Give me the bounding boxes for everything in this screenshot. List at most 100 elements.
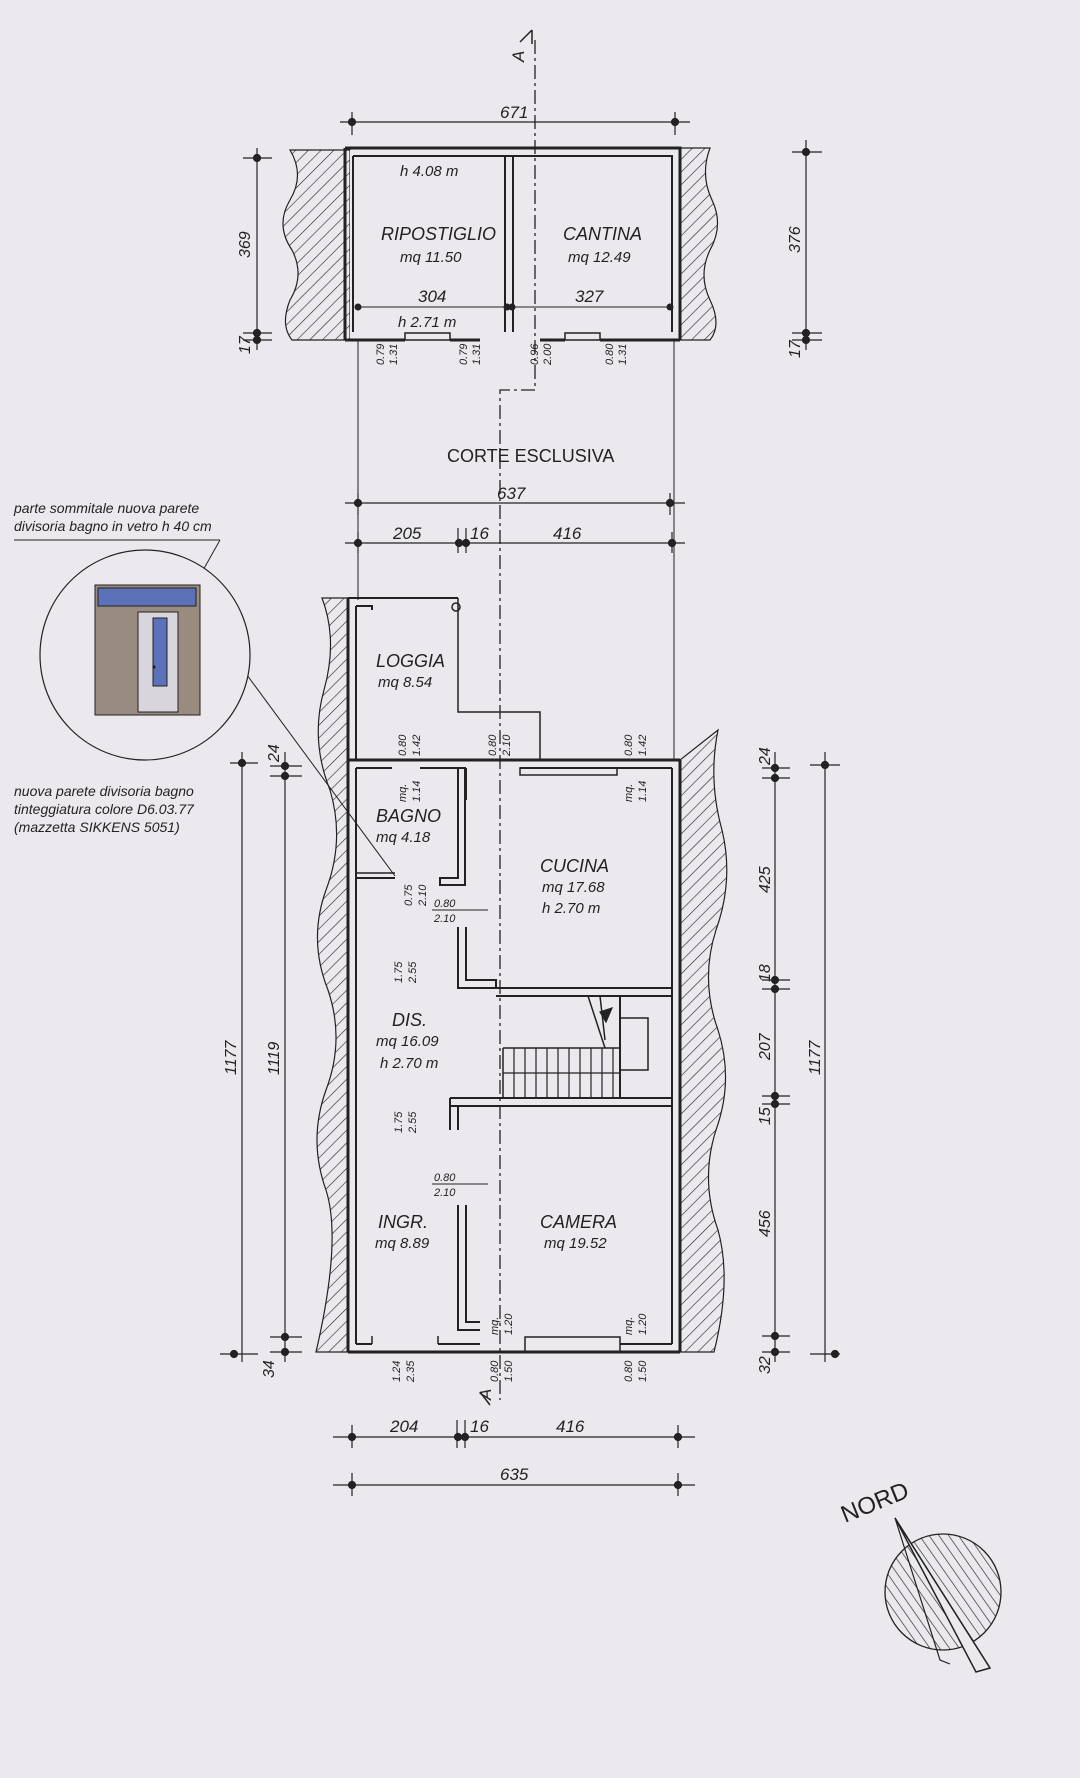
door-label: 0.80 [489, 1360, 501, 1382]
door-label: 1.14 [637, 781, 649, 802]
loggia-name: LOGGIA [376, 651, 445, 671]
note-mid-line3: (mazzetta SIKKENS 5051) [14, 819, 180, 835]
dim-mid-right: 416 [553, 524, 582, 543]
cucina-area: mq 17.68 [542, 879, 605, 896]
dim-right-24: 24 [757, 747, 774, 766]
main-left-hatch [315, 597, 349, 1353]
camera-name: CAMERA [540, 1212, 617, 1232]
dim-right-1177: 1177 [807, 1039, 824, 1075]
door-label: 1.24 [391, 1361, 403, 1382]
door-label: 2.55 [407, 961, 419, 984]
door-label: mq. [623, 784, 635, 802]
door-label: 1.42 [411, 735, 423, 756]
dim-top-cant: 327 [575, 287, 604, 306]
door-label: 2.10 [501, 734, 513, 757]
door-label: 2.10 [433, 913, 456, 925]
dim-line-mid [345, 528, 685, 553]
ripostiglio-name: RIPOSTIGLIO [381, 224, 496, 244]
dim-corte-total: 637 [497, 484, 526, 503]
bagno-area: mq 4.18 [376, 829, 431, 846]
ripostiglio-area: mq 11.50 [400, 249, 462, 266]
dim-bottom-right: 416 [556, 1417, 585, 1436]
door-label: 1.31 [617, 344, 629, 365]
door-label: 0.80 [397, 734, 409, 756]
dim-right-18: 18 [757, 964, 774, 982]
dim-mid-wall: 16 [470, 524, 489, 543]
ingr-area: mq 8.89 [375, 1235, 430, 1252]
detail-callout [39, 549, 251, 761]
dim-line-bottom [333, 1420, 695, 1496]
cantina-name: CANTINA [563, 224, 642, 244]
door-label: 2.35 [405, 1360, 417, 1383]
stair-treads [503, 1007, 620, 1098]
door-label: 0.96 [529, 343, 541, 365]
dim-top-rip: 304 [418, 287, 446, 306]
door-label: mq. [489, 1317, 501, 1335]
dim-left-1177: 1177 [223, 1039, 240, 1075]
note-mid-line1: nuova parete divisoria bagno [14, 783, 194, 799]
main-walls [315, 597, 728, 1354]
door-label: 1.42 [637, 735, 649, 756]
dim-right-456: 456 [757, 1210, 774, 1237]
dim-left-1119: 1119 [266, 1042, 283, 1075]
upper-door-labels: 0.79 1.31 0.79 1.31 0.96 2.00 0.80 1.31 [375, 343, 629, 366]
cucina-name: CUCINA [540, 856, 609, 876]
dim-line-left-main [220, 752, 302, 1362]
north-arrow [884, 1517, 1002, 1673]
section-line [479, 29, 536, 1406]
dim-right-425: 425 [757, 866, 774, 893]
dim-right-207: 207 [757, 1032, 774, 1061]
dim-top-total: 671 [500, 103, 528, 122]
door-label: 0.79 [375, 344, 387, 365]
dim-left-34: 34 [261, 1360, 278, 1378]
dim-right-32: 32 [757, 1356, 774, 1374]
loggia-area: mq 8.54 [378, 674, 432, 691]
camera-area: mq 19.52 [544, 1235, 607, 1252]
door-label: 1.50 [637, 1360, 649, 1382]
note-mid-line2: tinteggiatura colore D6.03.77 [14, 801, 195, 817]
ingr-name: INGR. [378, 1212, 428, 1232]
door-label: 1.14 [411, 781, 423, 802]
door-label: 1.20 [503, 1313, 515, 1335]
note-top-line1: parte sommitale nuova parete [13, 500, 199, 516]
dim-left-369: 369 [237, 231, 254, 258]
dim-bottom-wall: 16 [470, 1417, 489, 1436]
door-label-ticks [432, 909, 488, 1185]
dim-left-24: 24 [266, 744, 283, 763]
door-label: 0.80 [434, 1172, 456, 1184]
door-label: 0.80 [623, 1360, 635, 1382]
dim-line-right-main [762, 752, 840, 1362]
door-label: 0.79 [458, 344, 470, 365]
dis-area: mq 16.09 [376, 1033, 439, 1050]
door-label: 2.10 [433, 1187, 456, 1199]
upper-h2: h 2.71 m [398, 314, 456, 331]
dis-name: DIS. [392, 1010, 427, 1030]
door-label: 1.31 [471, 344, 483, 365]
bagno-name: BAGNO [376, 806, 441, 826]
dim-left-17: 17 [237, 335, 254, 354]
dim-right-376: 376 [787, 226, 804, 253]
door-label: 0.80 [487, 734, 499, 756]
dim-right-15: 15 [757, 1107, 774, 1125]
door-label: 0.80 [604, 343, 616, 365]
door-label: 1.75 [393, 1111, 405, 1133]
door-label: 0.75 [403, 884, 415, 906]
dim-line-left-upper [243, 148, 272, 350]
door-label: 0.80 [434, 898, 456, 910]
main-door-labels: 0.80 1.42 0.80 2.10 0.80 1.42 mq. 1.14 m… [391, 734, 649, 1383]
door-label: 2.55 [407, 1111, 419, 1134]
cucina-height: h 2.70 m [542, 900, 600, 917]
door-label: 1.31 [388, 344, 400, 365]
door-label: 1.50 [503, 1360, 515, 1382]
door-label: 1.75 [393, 961, 405, 983]
door-label: 2.10 [417, 884, 429, 907]
cantina-area: mq 12.49 [568, 249, 631, 266]
section-mark-bottom: A [476, 1389, 495, 1401]
main-right-hatch [679, 728, 728, 1353]
upper-right-hatch [679, 147, 719, 341]
door-label: 0.80 [623, 734, 635, 756]
dim-bottom-left: 204 [389, 1417, 418, 1436]
door-label: 1.20 [637, 1313, 649, 1335]
dim-line-corte [345, 493, 685, 515]
